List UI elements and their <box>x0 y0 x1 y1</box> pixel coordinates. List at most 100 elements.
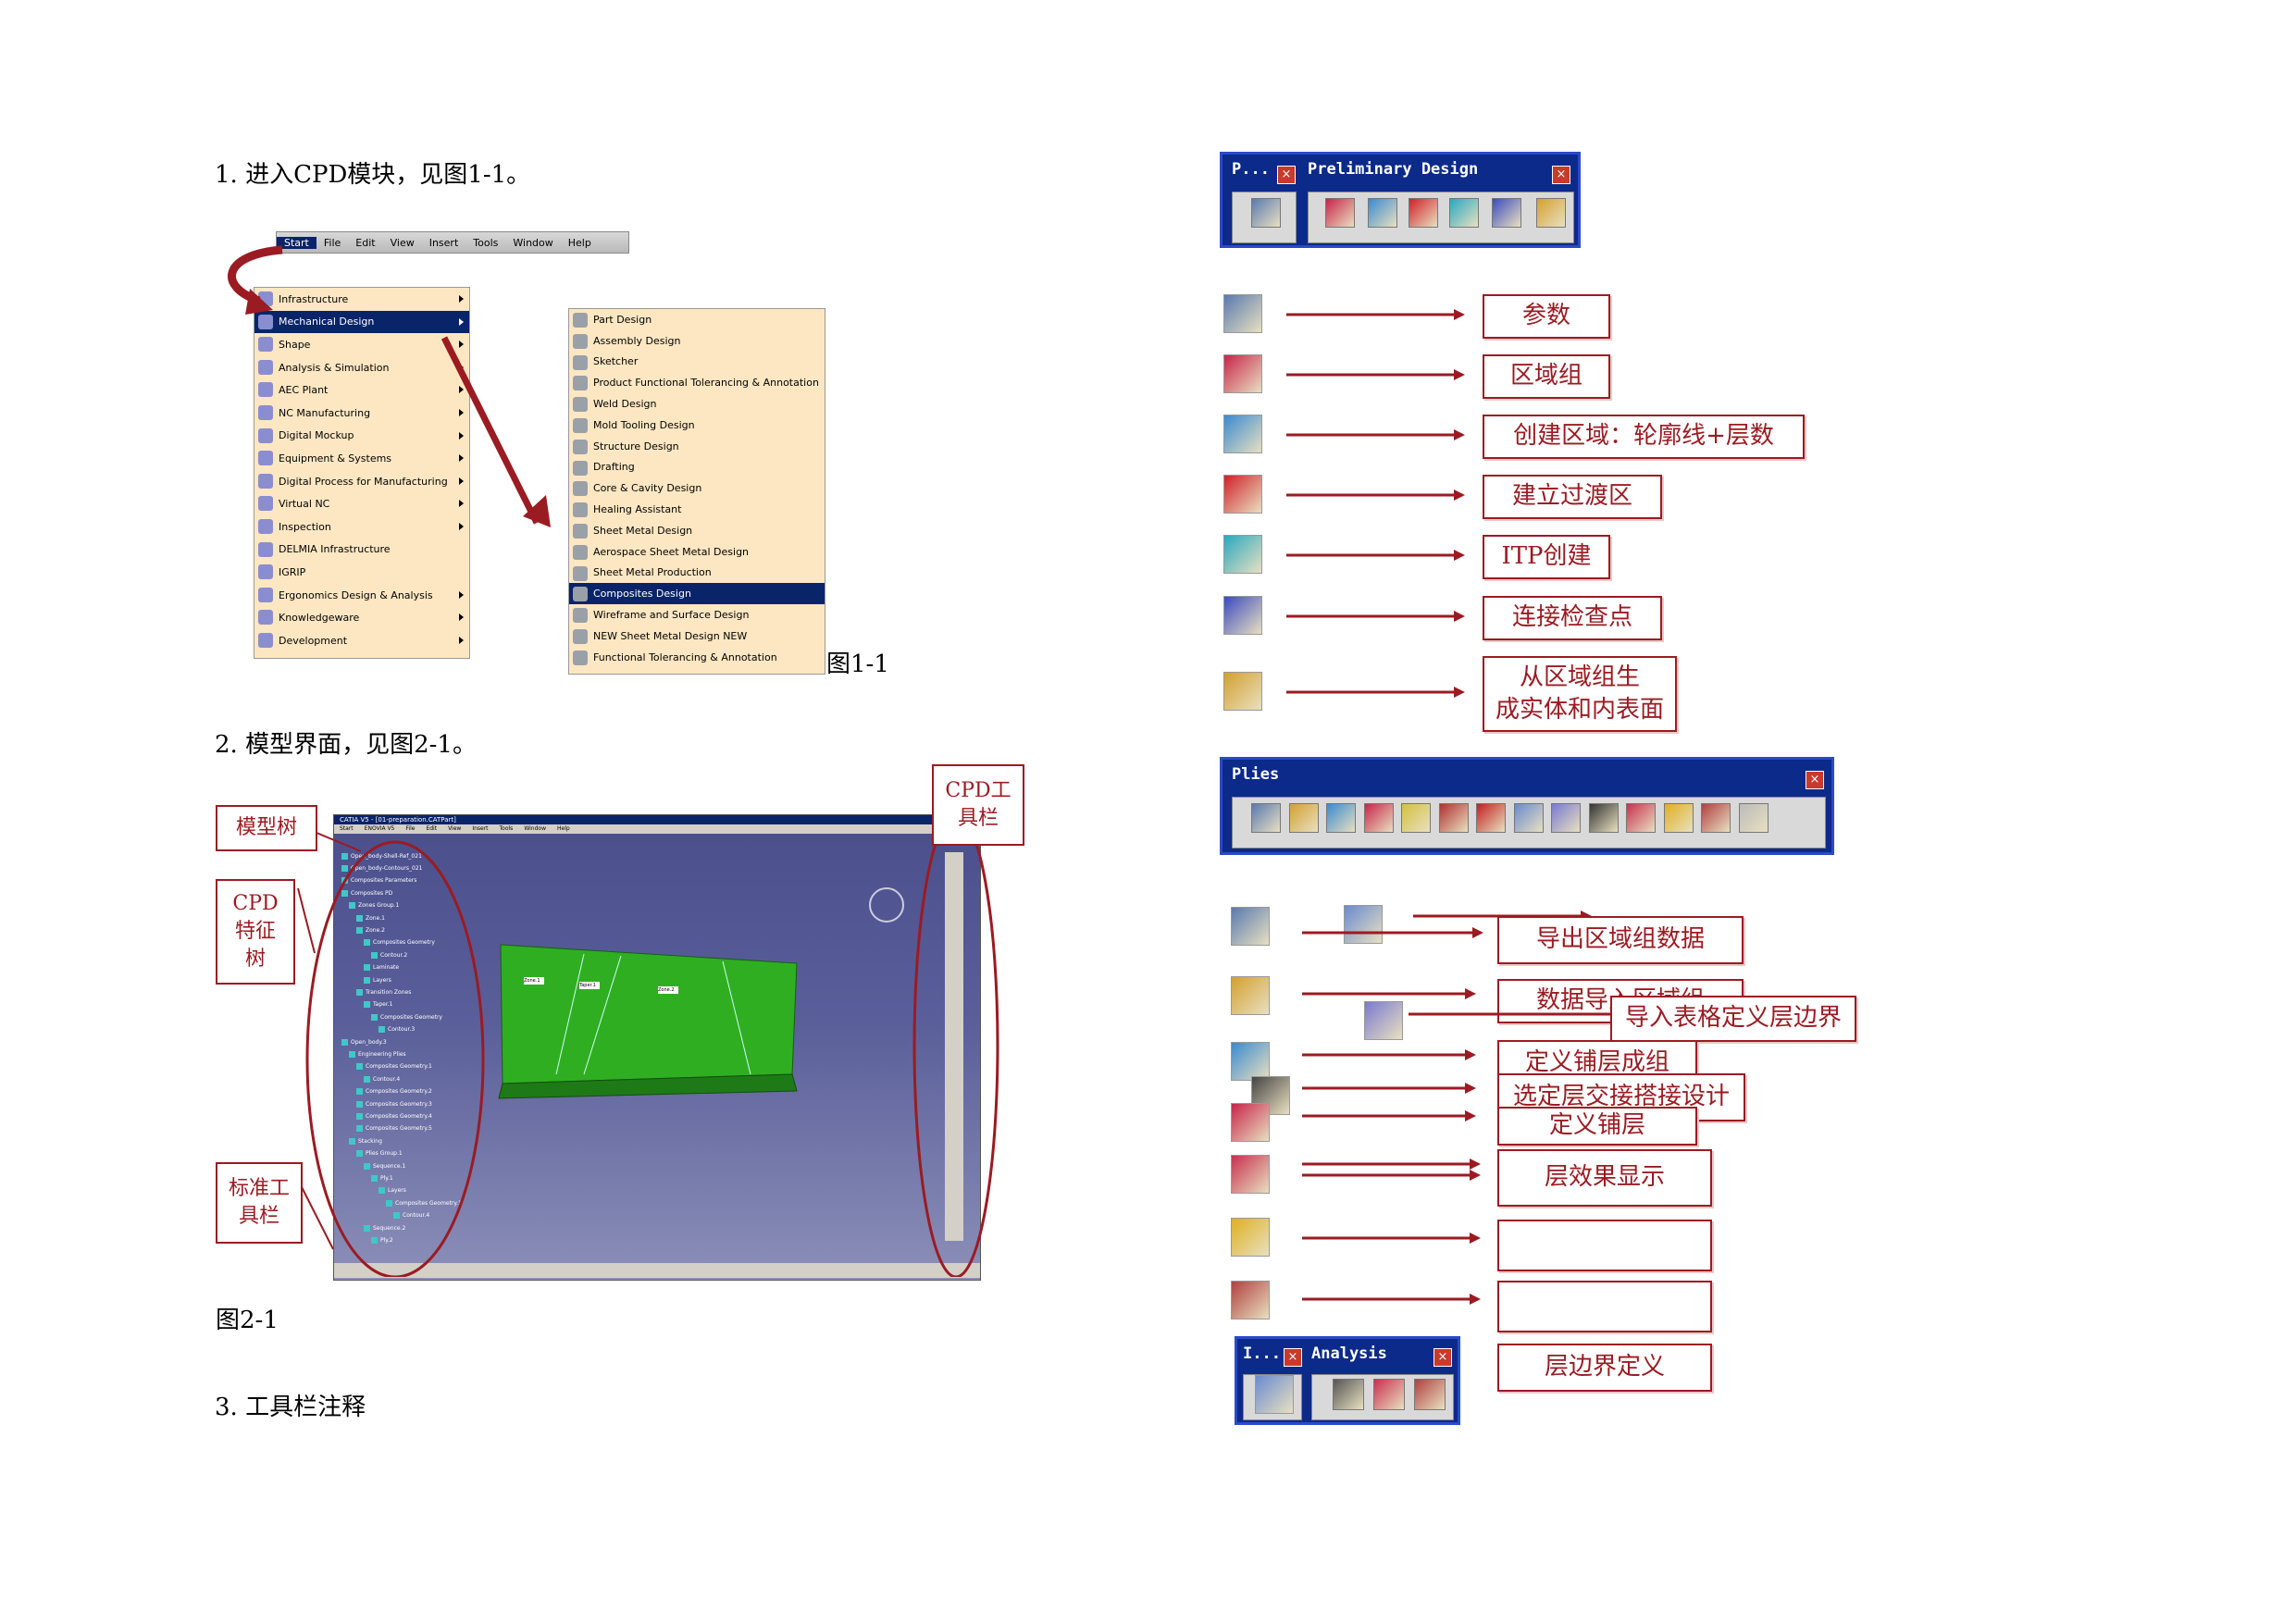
tree-node[interactable]: Composites Geometry.5 <box>356 1123 432 1134</box>
submenu-item[interactable]: Composites Design <box>569 583 825 605</box>
tree-node[interactable]: Zones Group.1 <box>349 900 399 911</box>
submenu-item[interactable]: Product Functional Tolerancing & Annotat… <box>569 372 825 393</box>
menu-file[interactable]: File <box>323 236 341 249</box>
submenu-item[interactable]: Wireframe and Surface Design <box>569 604 825 626</box>
create-zone-icon[interactable] <box>1368 198 1397 228</box>
tree-node[interactable]: Composites Geometry <box>364 937 435 948</box>
tree-node[interactable]: Composites Geometry.1 <box>386 1197 462 1208</box>
submenu-item[interactable]: Structure Design <box>569 436 825 457</box>
menu-tools[interactable]: Tools <box>473 236 499 249</box>
plies-tool-icon[interactable] <box>1476 803 1506 833</box>
menu-window[interactable]: Window <box>513 236 553 249</box>
check-point-icon[interactable] <box>1492 198 1521 228</box>
close-icon[interactable]: × <box>1552 166 1570 184</box>
menu-insert[interactable]: Insert <box>428 236 459 249</box>
close-icon[interactable]: × <box>1806 771 1824 789</box>
menu-view[interactable]: View <box>390 236 415 249</box>
standard-toolbar-strip[interactable] <box>334 1263 980 1278</box>
tree-node[interactable]: Layers <box>379 1185 406 1196</box>
start-menu-item[interactable]: NC Manufacturing <box>254 402 469 425</box>
tree-node[interactable]: Zone.1 <box>356 912 385 923</box>
tree-node[interactable]: Open_body-Shell-Ref_021 <box>341 850 422 861</box>
submenu-item[interactable]: Sheet Metal Design <box>569 520 825 541</box>
plies-tool-icon[interactable] <box>1401 803 1431 833</box>
tree-node[interactable]: Taper.1 <box>364 999 393 1010</box>
menu-help[interactable]: Help <box>567 236 591 249</box>
tree-node[interactable]: Contour.3 <box>379 1024 415 1035</box>
start-menu-item[interactable]: Knowledgeware <box>254 606 469 629</box>
tree-node[interactable]: Ply.2 <box>371 1234 393 1245</box>
compass-icon[interactable] <box>869 887 904 923</box>
close-icon[interactable]: × <box>1284 1348 1302 1367</box>
plies-tool-icon[interactable] <box>1513 803 1544 833</box>
submenu-item[interactable]: Sheet Metal Production <box>569 563 825 584</box>
tree-node[interactable]: Composites Geometry <box>371 1011 442 1022</box>
start-menu-item[interactable]: Development <box>254 629 469 652</box>
start-menu-item[interactable]: Mechanical Design <box>254 310 469 334</box>
tree-node[interactable]: Contour.4 <box>364 1073 400 1084</box>
plies-tool-icon[interactable] <box>1701 803 1731 833</box>
start-menu-item[interactable]: Digital Process for Manufacturing <box>254 470 469 493</box>
solid-from-zone-icon[interactable] <box>1536 198 1566 228</box>
submenu-item[interactable]: NEW Sheet Metal Design NEW <box>569 626 825 647</box>
plies-tool-icon[interactable] <box>1363 803 1394 833</box>
tree-node[interactable]: Open_body.3 <box>341 1036 387 1047</box>
tree-node[interactable]: Transition Zones <box>356 986 411 997</box>
menu-edit[interactable]: Edit <box>355 236 376 249</box>
close-icon[interactable]: × <box>1277 166 1296 184</box>
plies-tool-icon[interactable] <box>1326 803 1356 833</box>
submenu-item[interactable]: Aerospace Sheet Metal Design <box>569 541 825 563</box>
tree-node[interactable]: Layers <box>364 974 391 985</box>
zone-group-icon[interactable] <box>1325 198 1355 228</box>
tree-node[interactable]: Stacking <box>349 1135 382 1146</box>
start-menu-item[interactable]: DELMIA Infrastructure <box>254 539 469 562</box>
plies-tool-icon[interactable] <box>1738 803 1769 833</box>
analysis-tool-icon[interactable] <box>1414 1379 1446 1410</box>
menu-start[interactable]: Start <box>277 236 316 249</box>
plies-tool-icon[interactable] <box>1663 803 1694 833</box>
analysis-tool-icon[interactable] <box>1373 1379 1405 1410</box>
tree-node[interactable]: Sequence.1 <box>364 1160 405 1171</box>
plies-tool-icon[interactable] <box>1251 803 1281 833</box>
submenu-item[interactable]: Assembly Design <box>569 330 825 352</box>
start-menu-item[interactable]: Digital Mockup <box>254 425 469 448</box>
cpd-toolbar-strip[interactable] <box>945 852 963 1241</box>
submenu-item[interactable]: Drafting <box>569 457 825 478</box>
start-menu-item[interactable]: Virtual NC <box>254 492 469 515</box>
plies-tool-icon[interactable] <box>1438 803 1469 833</box>
itp-icon[interactable] <box>1449 198 1479 228</box>
submenu-item[interactable]: Core & Cavity Design <box>569 477 825 499</box>
tree-node[interactable]: Open_body-Contours_021 <box>341 862 422 873</box>
start-menu-item[interactable]: Shape <box>254 333 469 356</box>
tree-node[interactable]: Contour.2 <box>371 949 407 960</box>
transition-zone-icon[interactable] <box>1409 198 1438 228</box>
plies-tool-icon[interactable] <box>1288 803 1319 833</box>
tree-node[interactable]: Engineering Plies <box>349 1048 406 1059</box>
tree-node[interactable]: Composites Geometry.4 <box>356 1110 432 1121</box>
plies-tool-icon[interactable] <box>1588 803 1619 833</box>
submenu-item[interactable]: Weld Design <box>569 393 825 415</box>
start-menu-item[interactable]: IGRIP <box>254 561 469 584</box>
submenu-item[interactable]: Healing Assistant <box>569 499 825 520</box>
tree-node[interactable]: Laminate <box>364 962 399 973</box>
analysis-tool-icon[interactable] <box>1333 1379 1364 1410</box>
plies-tool-icon[interactable] <box>1626 803 1656 833</box>
tree-node[interactable]: Composites Geometry.2 <box>356 1086 432 1097</box>
tree-node[interactable]: Composites Geometry.3 <box>356 1098 432 1109</box>
tree-node[interactable]: Sequence.2 <box>364 1222 405 1233</box>
tree-node[interactable]: Ply.1 <box>371 1172 393 1183</box>
close-icon[interactable]: × <box>1433 1348 1452 1367</box>
submenu-item[interactable]: Mold Tooling Design <box>569 415 825 436</box>
start-menu-item[interactable]: Equipment & Systems <box>254 447 469 470</box>
tree-node[interactable]: Zone.2 <box>356 924 385 935</box>
tree-node[interactable]: Plies Group.1 <box>356 1148 403 1159</box>
submenu-item[interactable]: Functional Tolerancing & Annotation <box>569 647 825 668</box>
start-menu-item[interactable]: AEC Plant <box>254 378 469 402</box>
parameters-icon[interactable] <box>1251 198 1281 228</box>
tree-node[interactable]: Composites Geometry.1 <box>356 1061 432 1072</box>
start-menu-item[interactable]: Inspection <box>254 515 469 539</box>
submenu-item[interactable]: Sketcher <box>569 352 825 373</box>
